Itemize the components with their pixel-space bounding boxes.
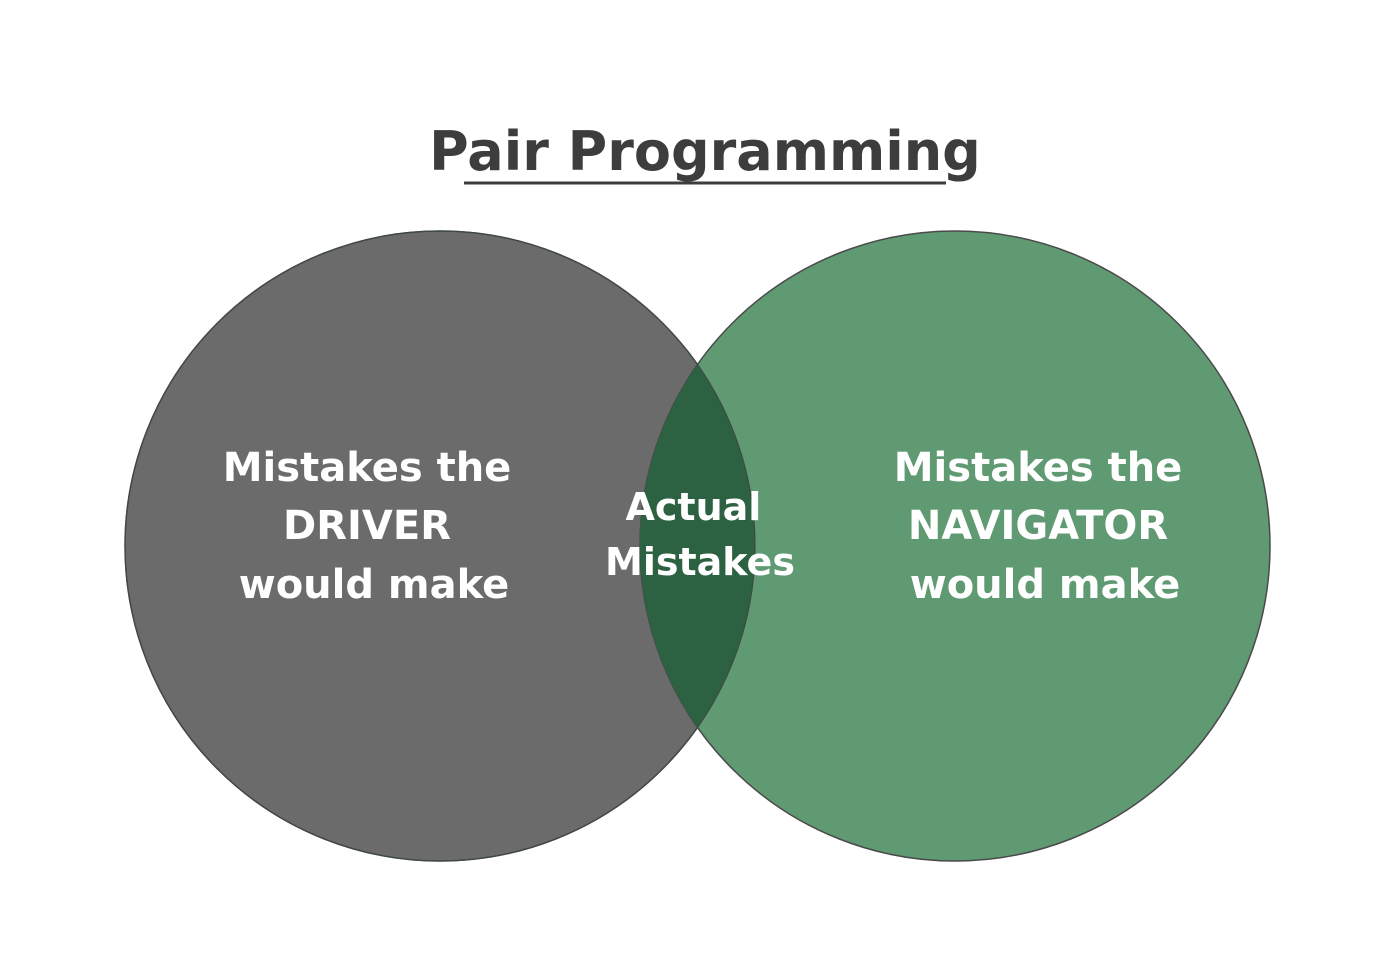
diagram-title: Pair Programming [429, 120, 981, 183]
navigator-label-line-3: would make [910, 562, 1181, 608]
overlap-label-line-1: Actual [625, 485, 761, 529]
navigator-label: Mistakes the NAVIGATOR would make [894, 445, 1197, 608]
driver-label: Mistakes the DRIVER would make [223, 445, 526, 608]
navigator-label-line-1: Mistakes the [894, 445, 1183, 491]
driver-label-line-3: would make [239, 562, 510, 608]
driver-label-line-1: Mistakes the [223, 445, 512, 491]
navigator-label-line-2: NAVIGATOR [908, 503, 1168, 549]
driver-label-line-2: DRIVER [283, 503, 451, 549]
overlap-label: Actual Mistakes [605, 485, 795, 584]
driver-circle-outline [124, 230, 756, 862]
overlap-label-line-2: Mistakes [605, 540, 795, 584]
